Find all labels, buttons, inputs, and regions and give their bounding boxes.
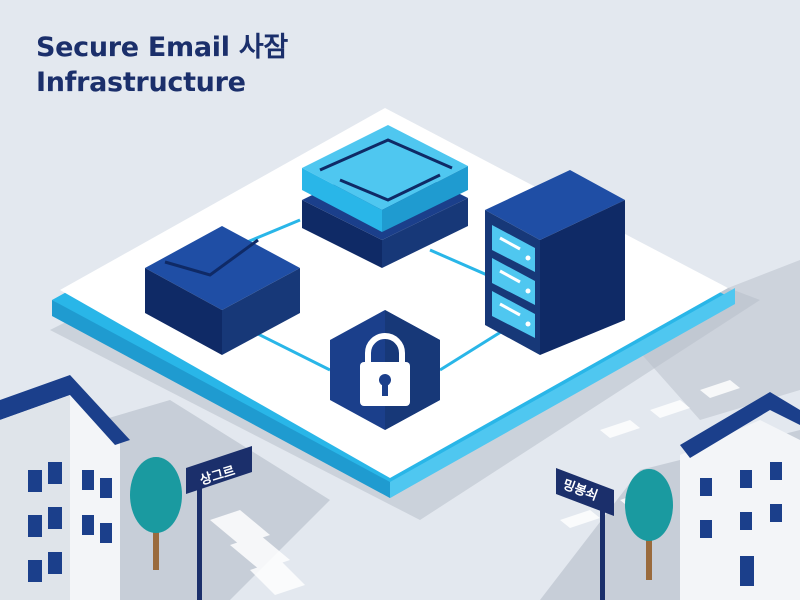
tree-right xyxy=(625,469,673,580)
platform-edge-side-right xyxy=(390,288,735,498)
server-unit xyxy=(492,225,535,272)
link-top-left xyxy=(239,218,301,247)
tree-left xyxy=(130,457,182,570)
stacked-envelope-icon xyxy=(302,125,468,268)
crosswalk-left xyxy=(210,510,305,595)
server-rack-icon xyxy=(485,170,625,355)
envelope-icon xyxy=(145,226,300,355)
server-unit xyxy=(492,258,535,305)
server-unit xyxy=(492,291,535,338)
platform-edge-side xyxy=(52,300,390,498)
padlock-icon xyxy=(330,310,440,430)
title-line-1: Secure Email 사잠 xyxy=(36,32,288,63)
building-left xyxy=(0,375,130,600)
building-right xyxy=(680,392,800,600)
link-left-lock xyxy=(249,328,331,372)
title-line-2: Infrastructure xyxy=(36,67,246,98)
page-title: Secure Email 사잠 Infrastructure xyxy=(36,30,288,100)
